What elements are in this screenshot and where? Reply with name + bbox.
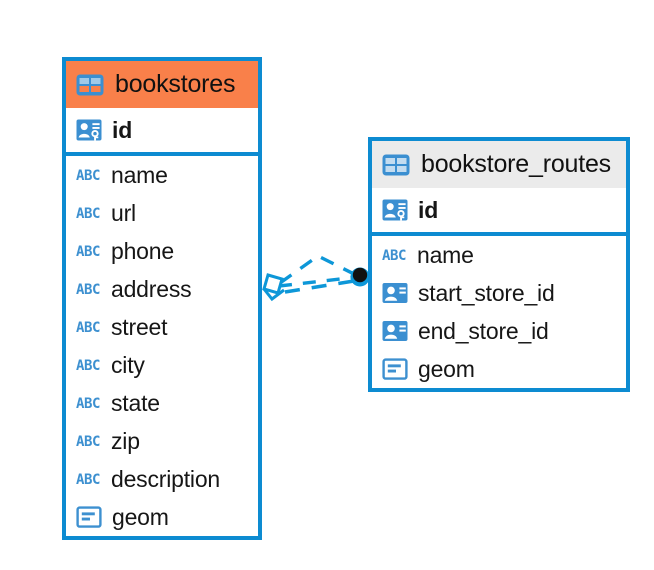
foreign-key-icon: [382, 283, 408, 303]
abc-text-icon: ABC: [76, 320, 100, 336]
field-row-address[interactable]: ABC address: [66, 270, 258, 308]
field-row-name[interactable]: ABC name: [372, 236, 626, 274]
field-row-geom[interactable]: geom: [66, 498, 258, 536]
field-row-city[interactable]: ABC city: [66, 346, 258, 384]
relationship-line-lower: [284, 279, 355, 294]
primary-key-icon: [382, 199, 408, 221]
field-row-zip[interactable]: ABC zip: [66, 422, 258, 460]
field-label: end_store_id: [418, 317, 549, 344]
abc-text-icon: ABC: [76, 358, 100, 374]
abc-text-icon: ABC: [76, 206, 100, 222]
svg-text:ABC: ABC: [76, 358, 100, 374]
svg-text:ABC: ABC: [76, 168, 100, 184]
primary-key-separator: [66, 152, 258, 156]
field-row-url[interactable]: ABC url: [66, 194, 258, 232]
abc-text-icon: ABC: [382, 248, 406, 264]
field-row-name[interactable]: ABC name: [66, 156, 258, 194]
relationship-line-upper: [278, 275, 359, 288]
table-icon: [76, 74, 104, 95]
field-label: phone: [111, 237, 174, 264]
field-label: city: [111, 351, 145, 378]
field-label: description: [111, 465, 221, 492]
primary-key-icon: [76, 119, 102, 141]
field-label: name: [417, 241, 474, 268]
field-label: address: [111, 275, 192, 302]
field-label: state: [111, 389, 160, 416]
foreign-key-icon: [382, 321, 408, 341]
geometry-icon: [76, 506, 102, 528]
field-label: url: [111, 199, 136, 226]
filled-circle-endpoint: [350, 267, 370, 287]
field-row-phone[interactable]: ABC phone: [66, 232, 258, 270]
field-row-primary-key[interactable]: id: [372, 188, 626, 232]
field-row-end-store-id[interactable]: end_store_id: [372, 312, 626, 350]
entity-title: bookstore_routes: [421, 150, 611, 178]
svg-text:ABC: ABC: [76, 244, 100, 260]
svg-text:ABC: ABC: [76, 472, 100, 488]
entity-bookstore-routes[interactable]: bookstore_routes id ABC name: [368, 137, 630, 392]
entity-bookstores[interactable]: bookstores id ABC name: [62, 57, 262, 540]
field-row-state[interactable]: ABC state: [66, 384, 258, 422]
entity-header-bookstore-routes[interactable]: bookstore_routes: [372, 141, 626, 188]
field-label: id: [418, 196, 439, 223]
field-row-primary-key[interactable]: id: [66, 108, 258, 152]
svg-text:ABC: ABC: [382, 248, 406, 264]
primary-key-separator: [372, 232, 626, 236]
abc-text-icon: ABC: [76, 396, 100, 412]
field-row-street[interactable]: ABC street: [66, 308, 258, 346]
field-list-bookstores: ABC name ABC url ABC phone ABC: [66, 156, 258, 536]
field-label: geom: [418, 355, 475, 382]
svg-text:ABC: ABC: [76, 434, 100, 450]
svg-text:ABC: ABC: [76, 282, 100, 298]
field-list-bookstore-routes: ABC name start_store_id: [372, 236, 626, 388]
field-row-geom[interactable]: geom: [372, 350, 626, 388]
svg-text:ABC: ABC: [76, 206, 100, 222]
field-label: zip: [111, 427, 140, 454]
relationship-lines: [278, 254, 359, 294]
entity-header-bookstores[interactable]: bookstores: [66, 61, 258, 108]
abc-text-icon: ABC: [76, 168, 100, 184]
geometry-icon: [382, 358, 408, 380]
field-label: street: [111, 313, 168, 340]
field-row-description[interactable]: ABC description: [66, 460, 258, 498]
abc-text-icon: ABC: [76, 282, 100, 298]
svg-text:ABC: ABC: [76, 320, 100, 336]
field-row-start-store-id[interactable]: start_store_id: [372, 274, 626, 312]
abc-text-icon: ABC: [76, 244, 100, 260]
field-label: name: [111, 161, 168, 188]
field-label: start_store_id: [418, 279, 555, 306]
relationship-line-apex: [279, 254, 359, 285]
abc-text-icon: ABC: [76, 434, 100, 450]
table-icon: [382, 154, 410, 175]
field-label: geom: [112, 503, 169, 530]
entity-title: bookstores: [115, 70, 236, 98]
svg-text:ABC: ABC: [76, 396, 100, 412]
abc-text-icon: ABC: [76, 472, 100, 488]
field-label: id: [112, 116, 133, 143]
crows-foot-diamond-endpoint: [262, 273, 285, 302]
